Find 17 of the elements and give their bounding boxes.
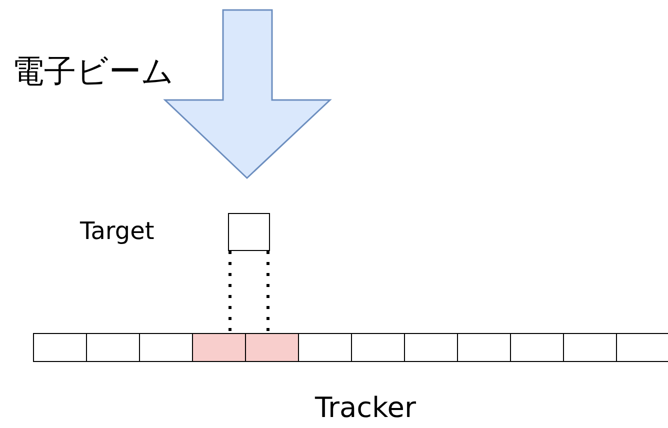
tracker-cell (616, 333, 668, 362)
tracker-cell (192, 333, 246, 362)
tracker-cell (245, 333, 299, 362)
tracker-cell (563, 333, 617, 362)
beam-label: 電子ビーム (12, 51, 174, 92)
dotted-line (266, 251, 270, 333)
tracker-label: Tracker (315, 391, 416, 424)
tracker-cell (33, 333, 87, 362)
dotted-line (228, 251, 232, 333)
tracker-cell (457, 333, 511, 362)
tracker-cell (351, 333, 405, 362)
tracker-cell (139, 333, 193, 362)
tracker-cell (404, 333, 458, 362)
target-label: Target (80, 217, 154, 245)
tracker-cell (86, 333, 140, 362)
tracker-cell (298, 333, 352, 362)
tracker-cell (510, 333, 564, 362)
